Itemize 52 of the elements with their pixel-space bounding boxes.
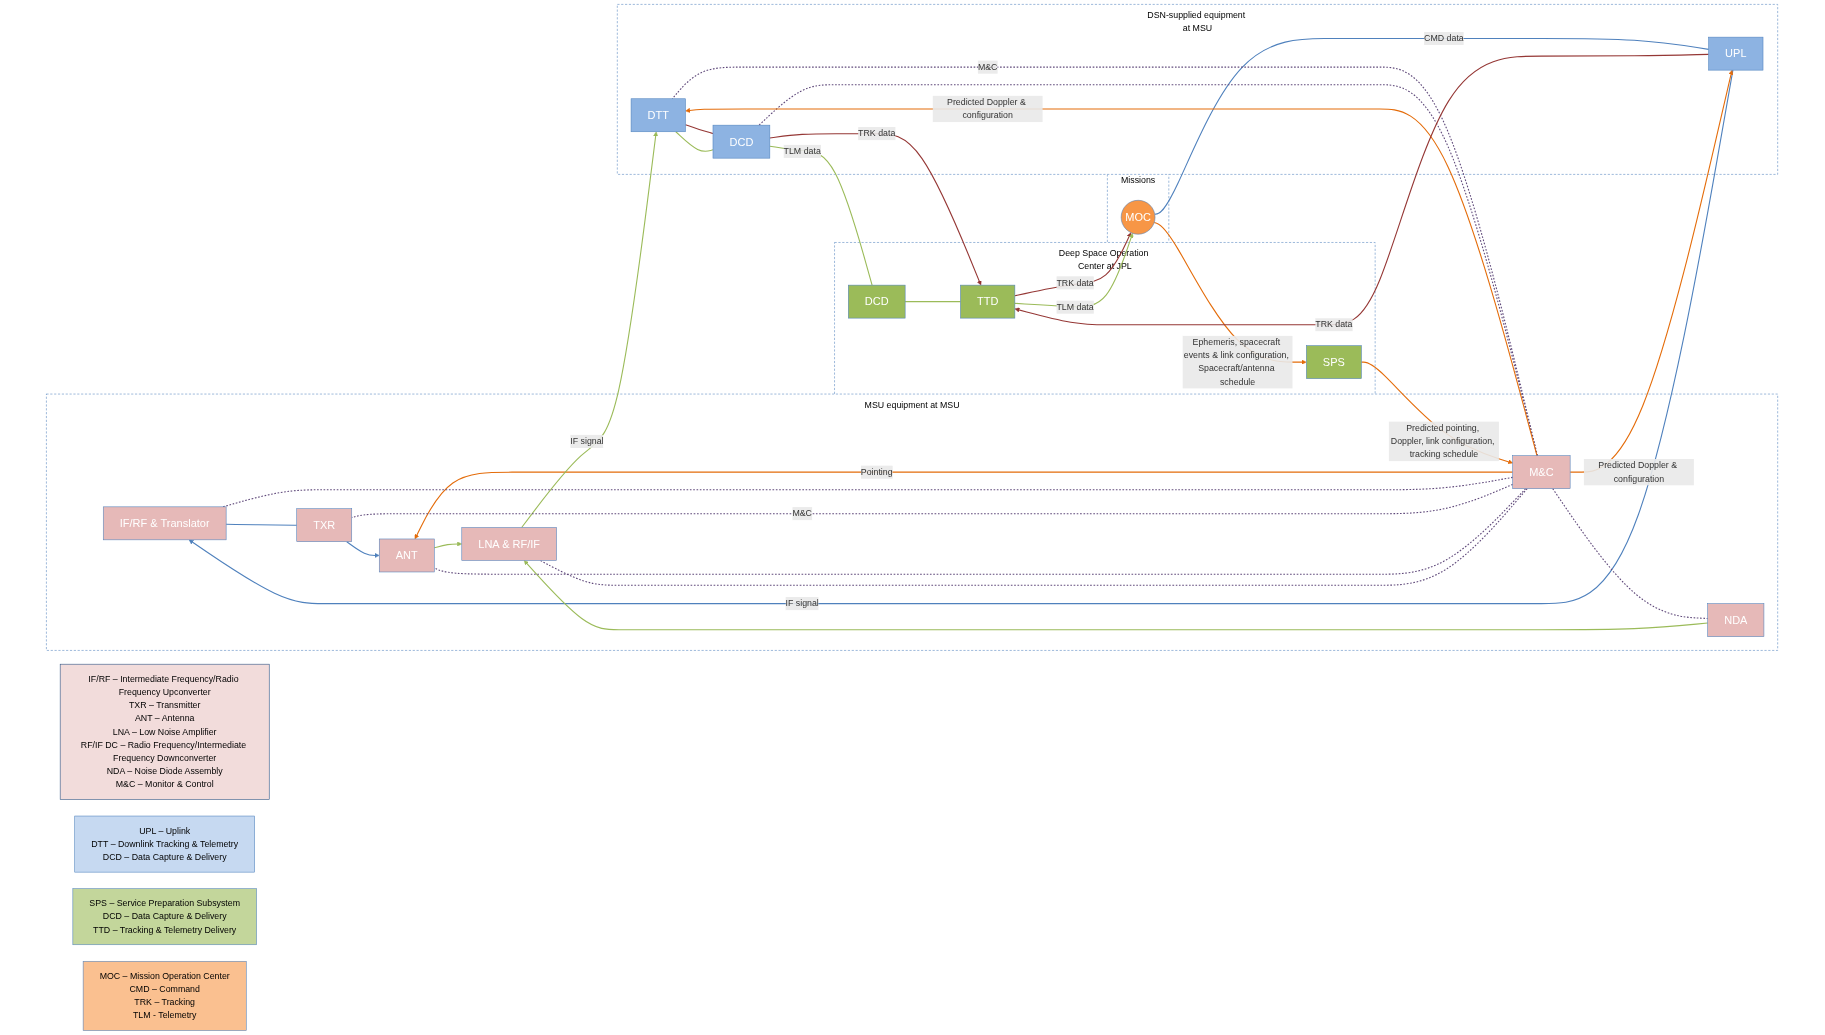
arrow [1361, 361, 1514, 465]
arrow [1014, 233, 1134, 308]
node-box: SPS [1306, 345, 1363, 379]
node-box: DCD [713, 124, 771, 159]
arrow [346, 541, 380, 558]
connector [905, 301, 962, 303]
connector [1552, 488, 1709, 620]
edge-label: TRK data [1056, 277, 1095, 288]
arrow [434, 541, 463, 549]
node-box: NDA [1707, 603, 1765, 637]
arrow [521, 131, 659, 528]
connector [351, 483, 1514, 519]
node-box: DTT [631, 98, 687, 133]
connector [434, 488, 1527, 575]
node-circle: MOC [1121, 200, 1156, 235]
node-box: MOC – Mission Operation Center CMD – Command TRK – Tracking TLM - Telemetry [83, 961, 247, 1031]
node-box: M&C [1512, 455, 1571, 489]
connector [226, 523, 298, 526]
node-box: TXR [296, 508, 353, 542]
edge-label: M&C [792, 508, 813, 519]
node-box: SPS – Service Preparation Subsystem DCD – Data Capture & Delivery TTD – Tracking & Telemetry Delivery [73, 888, 258, 946]
edge-label: TLM data [1056, 302, 1095, 312]
edge-label: M&C [978, 62, 998, 72]
node-box: ANT [379, 538, 435, 573]
edge-label: CMD data [1424, 33, 1465, 43]
edge-label: IF signal [786, 598, 820, 609]
arrow [524, 560, 1709, 631]
node-box: UPL – Uplink DTT – Downlink Tracking & Telemetry DCD – Data Capture & Delivery [74, 815, 256, 873]
arrow [1570, 69, 1734, 473]
edge-label: TRK data [1315, 319, 1353, 330]
arrow [415, 471, 1514, 540]
node-box: DCD [848, 284, 906, 319]
connector [685, 124, 714, 135]
arrow [1014, 232, 1132, 297]
edge-label: Ephemeris, spacecraft events & link configuration, Spacecraft/antenna schedule [1184, 337, 1290, 387]
edge-label: Predicted pointing, Doppler, link configuration, tracking schedule [1391, 423, 1496, 459]
connector [1154, 37, 1710, 215]
edge-label: Predicted Doppler & configuration [947, 97, 1027, 120]
edge-label: Predicted Doppler & configuration [1598, 460, 1678, 484]
node-box: IF/RF – Intermediate Frequency/Radio Frequency Upconverter TXR – Transmitter ANT – Antenna LNA – Low Noise Amplifier RF/IF DC – Radio Frequency/Intermediate Frequency Downconverter NDA – Noise Diode Assembly M&C – Monitor & Control [60, 663, 270, 800]
edge-label: TLM data [784, 146, 822, 156]
edge-label: IF signal [570, 436, 605, 446]
node-box: TTD [960, 284, 1016, 319]
arrow [189, 69, 1734, 605]
node-box: IF/RF & Translator [103, 506, 227, 541]
edge-label: TRK data [858, 128, 896, 139]
node-box: LNA & RF/IF [461, 527, 558, 561]
arrow [1015, 53, 1710, 326]
connector [540, 488, 1529, 586]
connector [675, 131, 714, 152]
node-box: UPL [1708, 36, 1764, 71]
edge-label: Pointing [861, 467, 894, 477]
